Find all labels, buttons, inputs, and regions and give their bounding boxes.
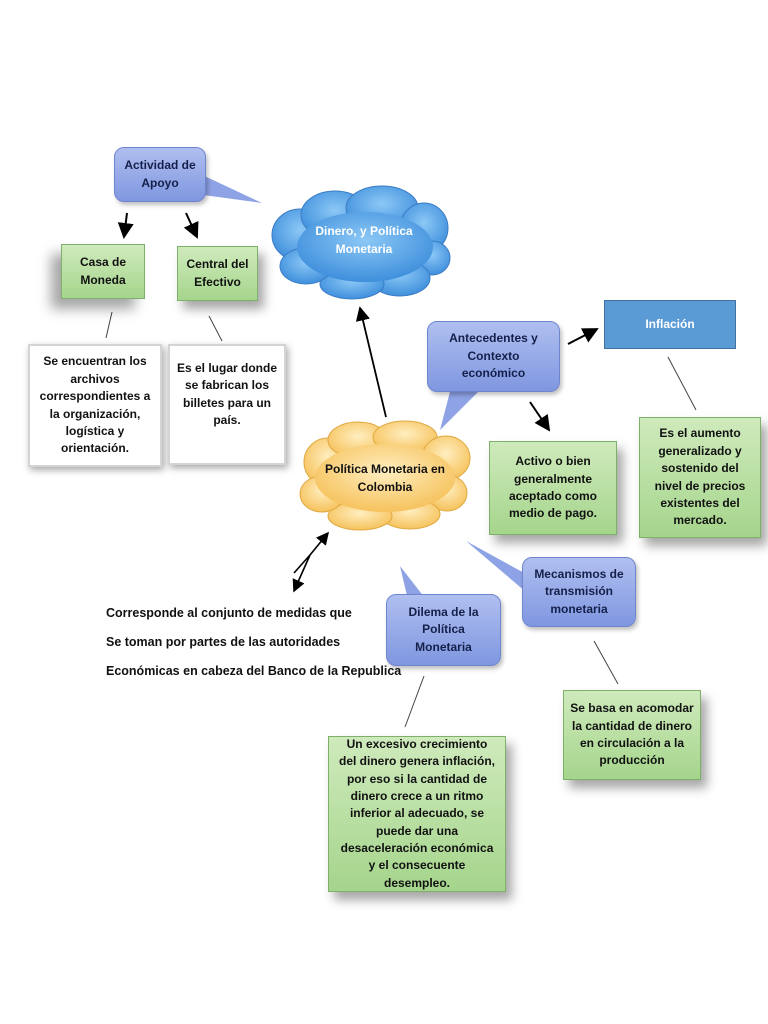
basa-text: Se basa en acomodar la cantidad de diner…	[570, 701, 694, 768]
dilema-label: Dilema de la Política Monetaria	[408, 604, 479, 654]
antecedentes-callout-tail	[440, 384, 482, 430]
excesivo-text: Un excesivo crecimiento del dinero gener…	[338, 736, 496, 890]
line-inflacion-aumento	[667, 356, 697, 411]
lugar-text: Es el lugar donde se fabrican los billet…	[176, 361, 278, 428]
basa-box: Se basa en acomodar la cantidad de diner…	[563, 690, 701, 780]
description-line-3: Económicas en cabeza del Banco de la Rep…	[106, 664, 402, 678]
actividad-apoyo-callout: Actividad de Apoyo	[114, 147, 206, 202]
description-line-1: Corresponde al conjunto de medidas que	[106, 606, 352, 620]
excesivo-box: Un excesivo crecimiento del dinero gener…	[328, 736, 506, 892]
lugar-box: Es el lugar donde se fabrican los billet…	[168, 344, 286, 465]
dinero-cloud	[271, 185, 451, 300]
mecanismos-label: Mecanismos de transmisión monetaria	[534, 566, 624, 616]
actividad-apoyo-label: Actividad de Apoyo	[124, 158, 196, 190]
aumento-text: Es el aumento generalizado y sostenido d…	[654, 426, 746, 528]
dinero-cloud-label: Dinero, y Política Monetaria	[315, 224, 413, 256]
activo-text: Activo o bien generalmente aceptado como…	[508, 454, 598, 521]
dilema-callout: Dilema de la Política Monetaria	[386, 594, 501, 666]
mecanismos-callout: Mecanismos de transmisión monetaria	[522, 557, 636, 627]
inflacion-label: Inflación	[645, 316, 695, 331]
arrow-politica-dinero	[355, 306, 387, 418]
politica-cloud-label: Política Monetaria en Colombia	[324, 462, 446, 494]
arrow-antecedentes-activo	[529, 401, 551, 432]
casa-moneda-box: Casa de Moneda	[61, 244, 145, 299]
inflacion-box: Inflación	[604, 300, 736, 349]
arrow-actividad-casa	[117, 212, 134, 239]
arrow-antecedentes-inflacion	[567, 328, 599, 345]
description-line-2: Se toman por partes de las autoridades	[106, 635, 341, 649]
line-central-lugar	[208, 315, 223, 342]
aumento-box: Es el aumento generalizado y sostenido d…	[639, 417, 761, 538]
line-dilema-excesivo	[404, 675, 425, 728]
politica-cloud	[299, 420, 471, 531]
line-casa-archivos	[105, 311, 113, 339]
mecanismos-callout-tail	[466, 541, 526, 592]
line-mecanismos-basa	[593, 640, 619, 685]
antecedentes-label: Antecedentes y Contexto económico	[449, 331, 538, 381]
arrow-actividad-central	[183, 212, 199, 239]
central-efectivo-label: Central del Efectivo	[186, 257, 249, 289]
arrow-politica-description	[293, 554, 311, 574]
archivos-box: Se encuentran los archivos correspondien…	[28, 344, 162, 467]
casa-moneda-label: Casa de Moneda	[79, 255, 127, 287]
antecedentes-callout: Antecedentes y Contexto económico	[427, 321, 560, 392]
actividad-callout-tail	[196, 172, 262, 203]
activo-box: Activo o bien generalmente aceptado como…	[489, 441, 617, 535]
dilema-callout-tail	[400, 566, 428, 602]
central-efectivo-box: Central del Efectivo	[177, 246, 258, 301]
archivos-text: Se encuentran los archivos correspondien…	[39, 354, 151, 456]
